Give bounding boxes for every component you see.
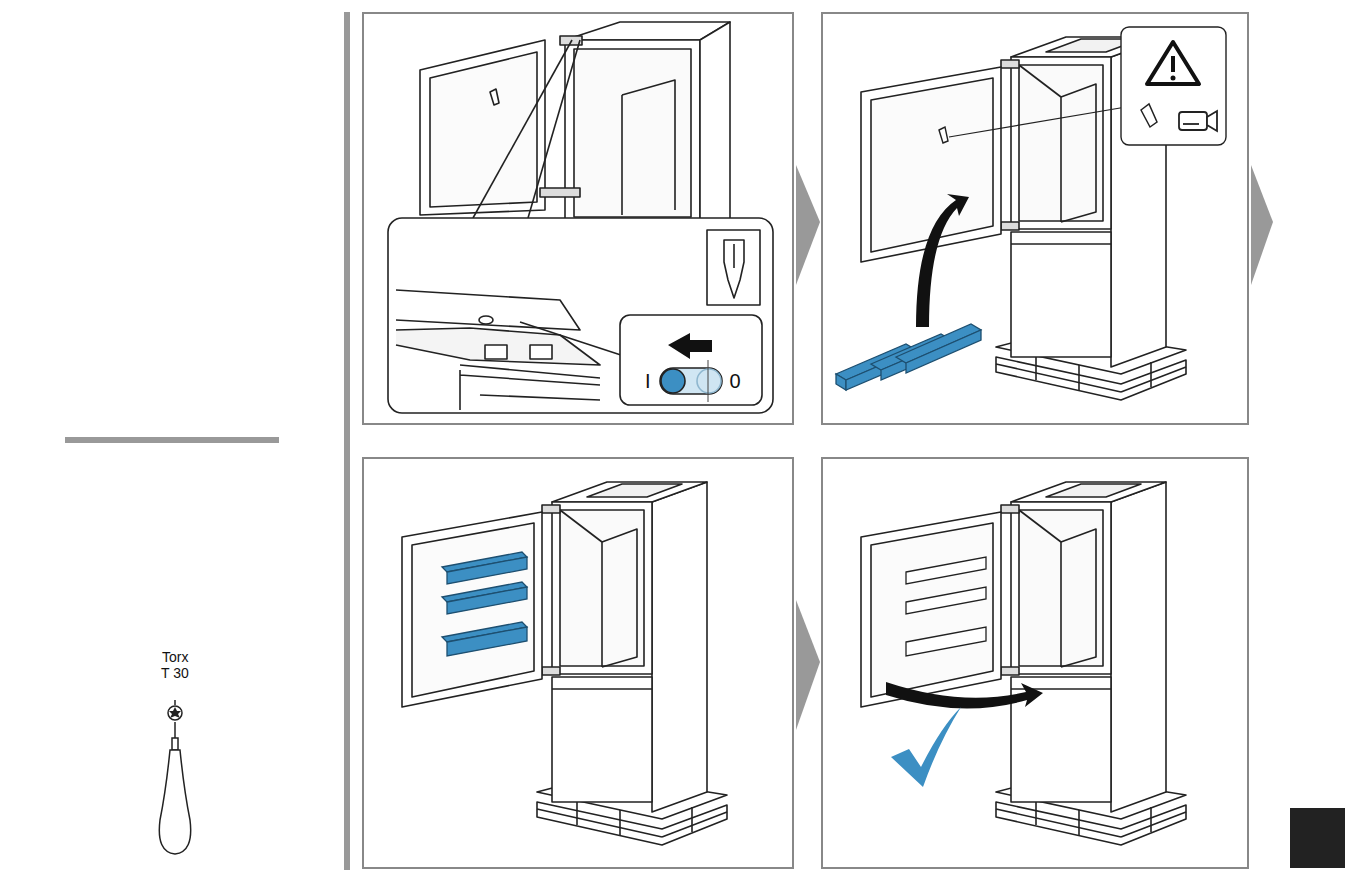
divider-bar (65, 437, 279, 443)
tool-name: Torx (162, 650, 188, 664)
torx-screwdriver (159, 700, 190, 854)
column-rule (344, 12, 350, 870)
step3-illustration (402, 482, 727, 845)
step2-illustration (836, 27, 1226, 400)
switch-off-mark: 0 (730, 371, 741, 391)
tool-size: T 30 (161, 666, 189, 680)
page-tab (1290, 808, 1345, 868)
switch-on-mark: I (645, 371, 651, 391)
step4-illustration (861, 482, 1186, 845)
step1-illustration (388, 22, 773, 413)
step-frame (363, 13, 1248, 868)
